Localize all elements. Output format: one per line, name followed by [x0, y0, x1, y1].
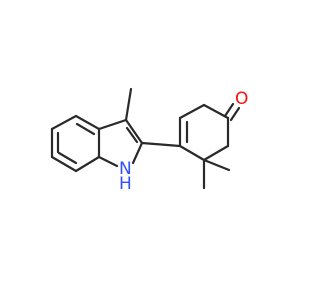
bond	[131, 141, 144, 165]
structure-canvas: O N H	[50, 87, 248, 194]
bond	[74, 114, 101, 131]
molecule-structure: O N H	[50, 87, 248, 194]
oxygen-atom-label: O	[235, 89, 248, 109]
carbonyl-bond	[229, 106, 241, 122]
bond	[124, 118, 144, 145]
bond	[178, 103, 206, 120]
nitrogen-atom-label: N	[119, 159, 132, 179]
methyl-bond	[202, 158, 231, 172]
bond	[97, 118, 128, 131]
methyl-bond	[124, 87, 133, 122]
bond	[97, 155, 119, 168]
carbonyl-bond	[223, 102, 235, 118]
hydrogen-atom-label: H	[119, 174, 132, 194]
bond	[50, 114, 78, 131]
cyclohexenone-ring	[140, 102, 241, 190]
bond	[140, 141, 182, 148]
double-bond-inner	[57, 151, 78, 165]
benzene-ring	[50, 114, 101, 173]
pyrrole-ring	[97, 87, 144, 168]
bond	[50, 155, 78, 173]
double-bond-inner	[125, 126, 139, 144]
bond	[202, 144, 230, 162]
bond	[74, 155, 101, 173]
double-bond-inner	[75, 122, 96, 136]
bond	[178, 144, 206, 162]
